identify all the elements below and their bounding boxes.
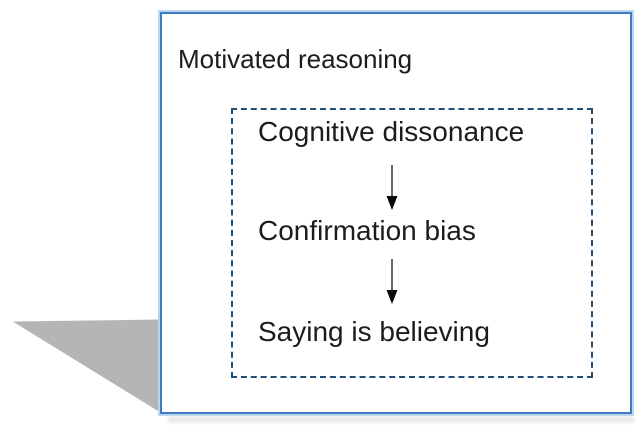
motivated-reasoning-box: Motivated reasoning Cognitive dissonance… (160, 12, 632, 414)
step-saying-is-believing: Saying is believing (258, 316, 490, 347)
down-arrow-icon (386, 165, 398, 210)
step-cognitive-dissonance: Cognitive dissonance (258, 116, 525, 147)
box-shadow-wedge (12, 319, 166, 416)
inner-dashed-box: Cognitive dissonance Confirmation bias S… (231, 108, 593, 378)
diagram-title: Motivated reasoning (178, 44, 413, 74)
box-shadow-strip (168, 417, 634, 422)
down-arrow-icon (386, 259, 398, 304)
step-confirmation-bias: Confirmation bias (258, 215, 476, 246)
